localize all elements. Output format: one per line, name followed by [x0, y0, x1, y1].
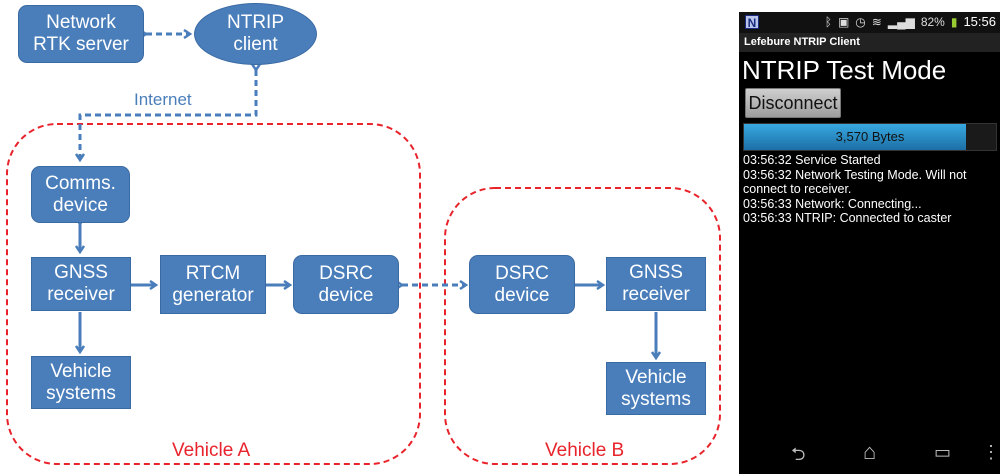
battery-percent: 82% — [920, 14, 945, 29]
vehicle-a-region — [6, 123, 421, 465]
node-label: generator — [172, 284, 254, 306]
app-notification-icon: N — [745, 15, 759, 30]
disconnect-button[interactable]: Disconnect — [745, 88, 841, 118]
bluetooth-icon: ᛒ — [824, 14, 832, 29]
node-label: systems — [46, 382, 116, 404]
node-label: device — [494, 284, 550, 306]
wifi-icon: ≋ — [871, 14, 882, 29]
internet-link — [80, 70, 256, 160]
node-label: RTK server — [33, 34, 129, 55]
vehicle-a-label: Vehicle A — [172, 440, 251, 461]
node-label: GNSS — [54, 262, 108, 283]
node-label: RTCM — [185, 262, 241, 284]
node-label: receiver — [47, 284, 115, 305]
progress-label: 3,570 Bytes — [835, 129, 905, 144]
node-label: systems — [621, 388, 691, 410]
clock: 15:56 — [963, 14, 996, 29]
vehicle-b-region — [444, 187, 721, 465]
node-label: Network — [46, 12, 116, 33]
progress-fill — [744, 124, 966, 150]
node-label: Comms. — [45, 172, 116, 194]
node-label: NTRIP — [227, 12, 284, 33]
log-line: 03:56:33 Network: Connecting... — [743, 196, 922, 211]
alarm-icon: ◷ — [855, 14, 866, 29]
log-line: 03:56:32 Network Testing Mode. Will not … — [743, 167, 967, 197]
node-label: client — [233, 34, 278, 55]
node-label: Vehicle — [625, 366, 687, 388]
home-icon[interactable]: ⌂ — [863, 439, 877, 464]
battery-icon: ▮ — [950, 14, 958, 29]
diagram-connectors — [6, 0, 721, 465]
nfc-icon: ▣ — [837, 14, 850, 29]
navigation-bar: ⮌ ⌂ ▭ ⋮ — [739, 434, 1000, 474]
node-label: GNSS — [629, 262, 683, 283]
node-label: receiver — [622, 284, 690, 305]
log-line: 03:56:33 NTRIP: Connected to caster — [743, 211, 952, 225]
status-bar: N ᛒ ▣ ◷ ≋ ▂▄▆ 82% ▮ 15:56 — [739, 12, 1000, 33]
mode-title: NTRIP Test Mode — [742, 55, 947, 85]
comms-device: Comms.device — [31, 166, 130, 223]
app-title: Lefebure NTRIP Client — [739, 33, 1000, 52]
log-output: 03:56:32 Service Started 03:56:32 Networ… — [743, 153, 997, 226]
signal-icon: ▂▄▆ — [887, 14, 915, 29]
node-label: DSRC — [319, 262, 373, 284]
menu-icon[interactable]: ⋮ — [982, 442, 1000, 462]
back-icon[interactable]: ⮌ — [791, 444, 806, 464]
log-line: 03:56:32 Service Started — [743, 153, 881, 167]
vehicle-b-label: Vehicle B — [545, 440, 625, 461]
status-icons: ᛒ ▣ ◷ ≋ ▂▄▆ 82% ▮ 15:56 — [825, 14, 996, 29]
node-label: DSRC — [495, 262, 549, 284]
node-label: device — [53, 194, 108, 216]
node-label: device — [318, 284, 374, 306]
bytes-progress-bar: 3,570 Bytes — [743, 123, 997, 151]
recents-icon[interactable]: ▭ — [934, 442, 952, 462]
phone-screenshot: N ᛒ ▣ ◷ ≋ ▂▄▆ 82% ▮ 15:56 Lefebure NTRIP… — [739, 12, 1000, 474]
node-label: Vehicle — [50, 360, 112, 382]
internet-label: Internet — [134, 90, 192, 109]
